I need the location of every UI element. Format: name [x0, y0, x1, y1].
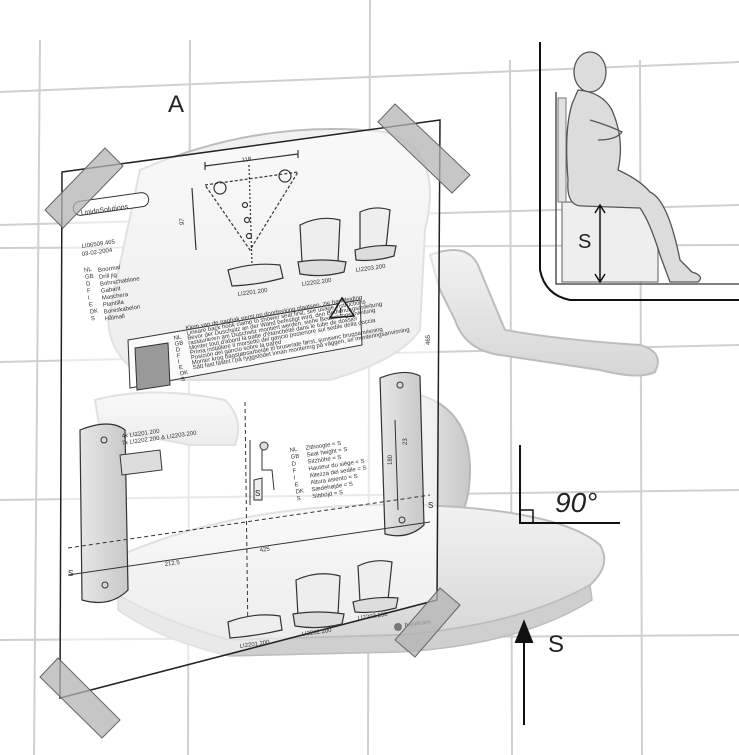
dim-bottom-right: 425 [259, 547, 270, 554]
warning-photo [134, 342, 171, 391]
inset-seat-block [561, 201, 659, 283]
dim-right-1: 180 [388, 454, 394, 465]
arrow-mark: S [548, 631, 564, 658]
model-top-1: LI2201.200 [237, 288, 268, 298]
svg-text:GB: GB [174, 340, 184, 347]
tape-bottom-right [394, 587, 461, 658]
svg-text:Bohrschablone: Bohrschablone [100, 276, 141, 288]
svg-text:Seat height = S: Seat height = S [306, 447, 348, 459]
svg-text:E: E [179, 365, 184, 372]
inset-frame [539, 42, 739, 301]
warning-langs: NL GB D F I E DK S [173, 335, 189, 384]
left-mount-plate [79, 423, 129, 603]
template-mark-right: S [428, 501, 433, 510]
tape-top-left [44, 147, 124, 229]
warning-box [127, 299, 363, 389]
svg-text:Sitthöjd = S: Sitthöjd = S [312, 490, 343, 500]
svg-text:DK: DK [295, 488, 304, 495]
tool-icon [119, 449, 163, 476]
side-code: 465 [426, 334, 432, 345]
right-angle-indicator [519, 445, 620, 524]
svg-text:E: E [294, 482, 299, 489]
bracket-outline [191, 150, 300, 266]
svg-text:Maschera: Maschera [102, 292, 130, 302]
model-bottom-1: LI2201.200 [239, 640, 270, 650]
seat-height-arrow [514, 619, 534, 725]
model-top-3: LI2203.200 [355, 264, 386, 274]
dim-top: 118 [241, 157, 252, 164]
chair-thumbs-bottom [227, 560, 399, 639]
template-mark-left: S [68, 569, 73, 578]
inset-height-mark: S [578, 231, 591, 253]
dim-lines-bottom [67, 401, 431, 641]
inset-height-arrow [594, 203, 606, 284]
svg-text:Hålmall: Hålmall [104, 313, 125, 323]
template-code: LI06509.465 [81, 239, 116, 250]
warning-icon [328, 296, 356, 319]
dim-side: 97 [180, 218, 186, 225]
svg-text:Drill jig: Drill jig [99, 272, 118, 280]
handicare-logo-icon [394, 623, 402, 631]
warning-icon-mark: ! [339, 307, 342, 318]
svg-text:E: E [89, 302, 94, 309]
svg-text:S: S [91, 316, 96, 323]
chair-thumbs-top [227, 207, 397, 287]
svg-text:Gabarit: Gabarit [101, 286, 122, 295]
svg-text:I: I [293, 475, 296, 481]
svg-text:F: F [292, 468, 297, 474]
seated-person-inset: S [539, 42, 739, 301]
model-bottom-2: LI2202.200 [301, 628, 332, 638]
drill-template: LinidoSolutions LI06509.465 03-02-2004 N… [59, 119, 441, 699]
svg-text:DK: DK [180, 370, 189, 377]
svg-text:Sædehøjde = S: Sædehøjde = S [311, 482, 353, 494]
inset-backrest [557, 97, 567, 203]
template-languages: NL GB D F I E DK S [84, 267, 99, 323]
tape-bottom-left [39, 657, 121, 739]
template-mark-figure: S [255, 489, 260, 498]
seat-height-table: NL Zithoogte = S GB Seat height = S D Sitzh… [289, 441, 367, 503]
svg-text:I: I [177, 359, 180, 365]
svg-text:NL: NL [289, 447, 298, 454]
seated-figure-thumb [249, 440, 275, 505]
panel-letter: A [168, 91, 184, 118]
angle-label: 90° [555, 487, 597, 518]
svg-text:S: S [181, 377, 186, 384]
svg-text:Sitzhöhe = S: Sitzhöhe = S [307, 455, 342, 466]
tape-top-right [377, 103, 471, 194]
svg-text:D: D [291, 461, 297, 468]
svg-text:Boormal: Boormal [98, 265, 121, 274]
svg-text:NL: NL [173, 335, 182, 342]
svg-text:DK: DK [90, 308, 99, 315]
svg-text:GB: GB [85, 274, 94, 281]
svg-text:Plantilla: Plantilla [103, 300, 125, 309]
svg-text:D: D [175, 347, 181, 354]
svg-text:F: F [87, 288, 92, 294]
svg-text:GB: GB [290, 454, 299, 461]
svg-text:Boreskabelon: Boreskabelon [104, 305, 141, 316]
svg-text:Zithoogte = S: Zithoogte = S [305, 441, 341, 452]
model-bottom-3: LI2203.200 [357, 612, 388, 622]
seated-person-figure [566, 51, 702, 283]
tape-strips [39, 103, 471, 739]
dim-right-2: 23 [403, 438, 409, 445]
svg-text:F: F [176, 353, 181, 360]
svg-text:NL: NL [84, 267, 93, 274]
svg-text:S: S [296, 496, 301, 503]
right-mount-plate [379, 371, 425, 537]
svg-text:D: D [86, 281, 92, 288]
inset-wall [555, 92, 739, 285]
seat-arm-right [428, 249, 659, 377]
model-top-2: LI2202.200 [301, 278, 332, 288]
svg-text:I: I [88, 295, 91, 301]
template-date: 03-02-2004 [81, 248, 113, 258]
dim-bottom-left: 212.5 [164, 560, 180, 568]
template-titles: Boormal Drill jig Bohrschablone Gabarit … [98, 265, 141, 323]
fit-note-1: 4x LI2201.200 [121, 429, 160, 440]
